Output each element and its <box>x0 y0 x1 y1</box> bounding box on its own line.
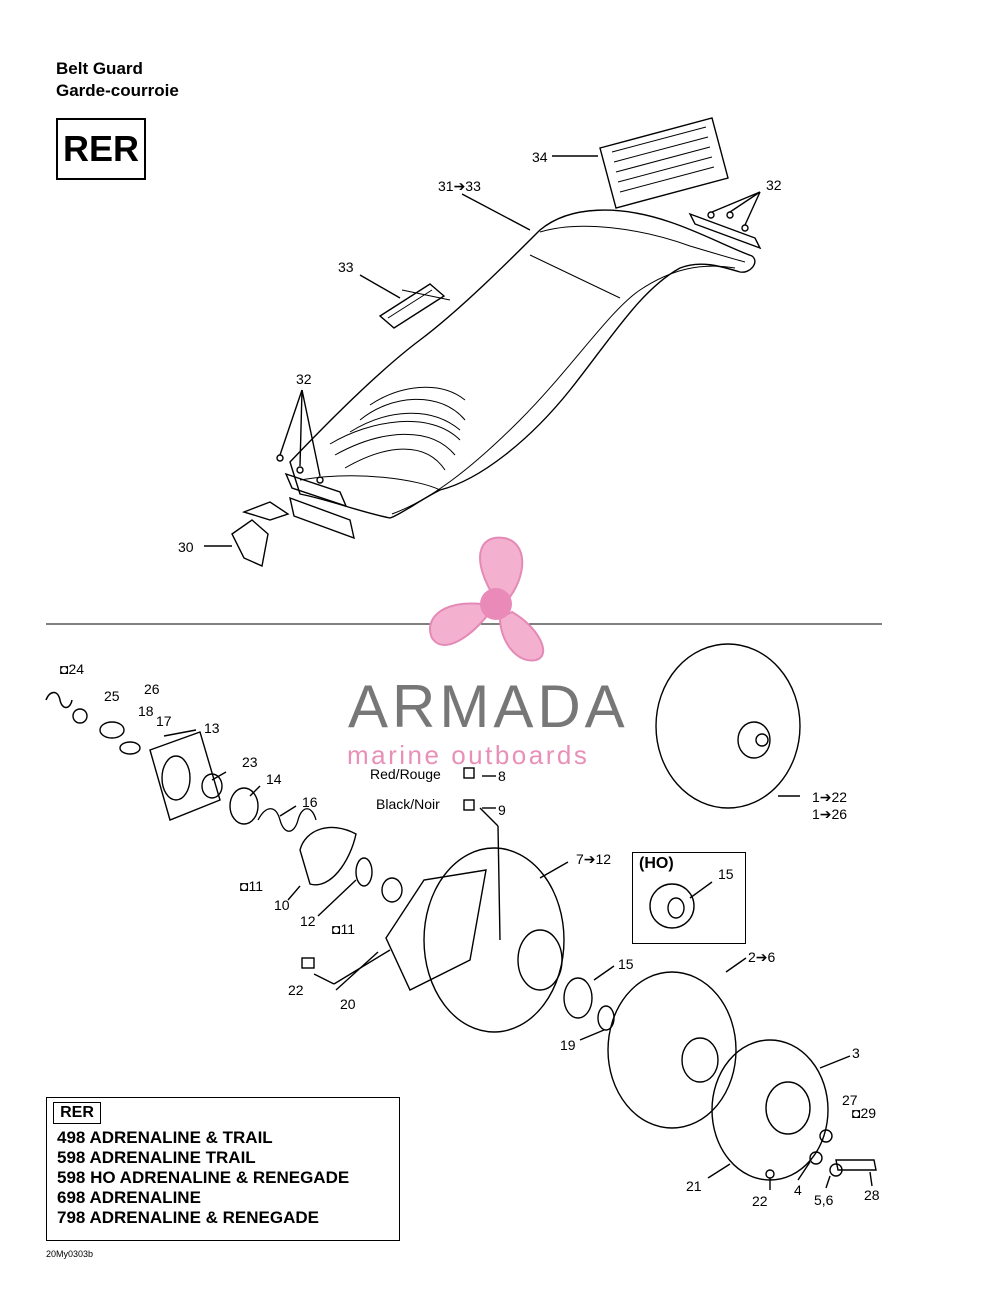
nut-4 <box>809 1151 823 1165</box>
washer-5-6 <box>829 1163 843 1177</box>
armada-propeller-logo <box>429 536 545 662</box>
model-list-badge: RER <box>53 1102 101 1124</box>
clutch-13 <box>149 731 221 821</box>
label-14: 14 <box>266 771 282 787</box>
washer-15-ho <box>649 883 695 929</box>
label-1-22: 1➔22 <box>812 789 848 805</box>
decal-34-text-lines <box>611 126 715 193</box>
label-22-a: 22 <box>288 982 304 998</box>
label-20: 20 <box>340 996 356 1012</box>
title-english: Belt Guard <box>56 59 143 78</box>
ho-box: (HO) <box>632 852 746 944</box>
label-5-6: 5,6 <box>814 1192 834 1208</box>
label-31-33: 31➔33 <box>438 178 481 194</box>
rer-badge: RER <box>56 118 146 180</box>
bracket-left <box>284 472 348 508</box>
plate-20 <box>385 869 487 991</box>
label-12: 12 <box>300 913 316 929</box>
label-22-b: 22 <box>752 1193 768 1209</box>
bracket-left-2 <box>289 496 355 540</box>
ring-23 <box>201 773 223 799</box>
label-15-ho: 15 <box>718 866 734 882</box>
sheave-7-12 <box>423 847 565 1033</box>
label-19: 19 <box>560 1037 576 1053</box>
label-28: 28 <box>864 1187 880 1203</box>
spring-16 <box>257 808 317 832</box>
label-16: 16 <box>302 794 318 810</box>
model-line: 798 ADRENALINE & RENEGADE <box>57 1208 319 1227</box>
bushing-11 <box>381 877 403 903</box>
label-9: 9 <box>498 802 506 818</box>
label-32-left: 32 <box>296 371 312 387</box>
label-11-a: ◘11 <box>240 878 263 894</box>
bracket-top <box>688 212 762 250</box>
ring-17 <box>119 741 141 755</box>
washer-27 <box>819 1129 833 1143</box>
o-ring-12 <box>355 857 373 887</box>
driven-pulley-1-22 <box>655 643 801 809</box>
strip-33 <box>378 283 446 329</box>
armada-propeller-hub <box>480 588 512 620</box>
belt-guard-body <box>289 209 756 519</box>
label-15: 15 <box>618 956 634 972</box>
screw-22-right <box>765 1169 775 1179</box>
label-red-rouge: Red/Rouge <box>370 766 441 782</box>
title-french: Garde-courroie <box>56 81 179 100</box>
label-8: 8 <box>498 768 506 784</box>
cup-10 <box>299 826 357 886</box>
belt-guard-vents <box>329 386 466 471</box>
bolt-28 <box>835 1159 877 1171</box>
model-line: 598 HO ADRENALINE & RENEGADE <box>57 1168 350 1187</box>
label-11-b: ◘11 <box>332 921 355 937</box>
label-7-12: 7➔12 <box>576 851 612 867</box>
screw-8 <box>463 767 475 779</box>
washer-15 <box>563 977 593 1019</box>
label-4: 4 <box>794 1182 802 1198</box>
page-title: Belt Guard Garde-courroie <box>56 58 179 102</box>
label-2-6: 2➔6 <box>748 949 776 965</box>
label-23: 23 <box>242 754 258 770</box>
screw-9 <box>463 799 475 811</box>
model-line: 498 ADRENALINE & TRAIL <box>57 1128 273 1147</box>
label-black-noir: Black/Noir <box>376 796 440 812</box>
label-21: 21 <box>686 1178 702 1194</box>
washer-19 <box>597 1005 615 1031</box>
label-18: 18 <box>138 703 154 719</box>
label-30: 30 <box>178 539 194 555</box>
model-list: RER 498 ADRENALINE & TRAIL 598 ADRENALIN… <box>46 1097 400 1241</box>
label-29: ◘29 <box>852 1105 877 1121</box>
label-3: 3 <box>852 1045 860 1061</box>
drawing-code: 20My0303b <box>46 1249 94 1259</box>
label-13: 13 <box>204 720 220 736</box>
label-33: 33 <box>338 259 354 275</box>
label-24: ◘24 <box>60 661 85 677</box>
label-32-top: 32 <box>766 177 782 193</box>
watermark-subtitle: marine outboards <box>347 740 590 770</box>
ho-label: (HO) <box>639 855 674 872</box>
label-10: 10 <box>274 897 290 913</box>
label-25: 25 <box>104 688 120 704</box>
label-26: 26 <box>144 681 160 697</box>
model-line: 598 ADRENALINE TRAIL <box>57 1148 256 1167</box>
washer-25 <box>72 708 88 724</box>
screw-22-left <box>301 957 315 969</box>
spring-24 <box>45 691 73 709</box>
watermark-name: ARMADA <box>348 673 629 740</box>
label-1-26: 1➔26 <box>812 806 848 822</box>
label-34: 34 <box>532 149 548 165</box>
decal-34 <box>599 117 729 209</box>
bushing-14 <box>229 787 259 825</box>
label-27: 27 <box>842 1092 858 1108</box>
latch-30 <box>231 519 269 567</box>
pulley-2-6 <box>607 971 737 1129</box>
label-17: 17 <box>156 713 172 729</box>
model-line: 698 ADRENALINE <box>57 1188 201 1207</box>
ring-18 <box>99 721 125 739</box>
